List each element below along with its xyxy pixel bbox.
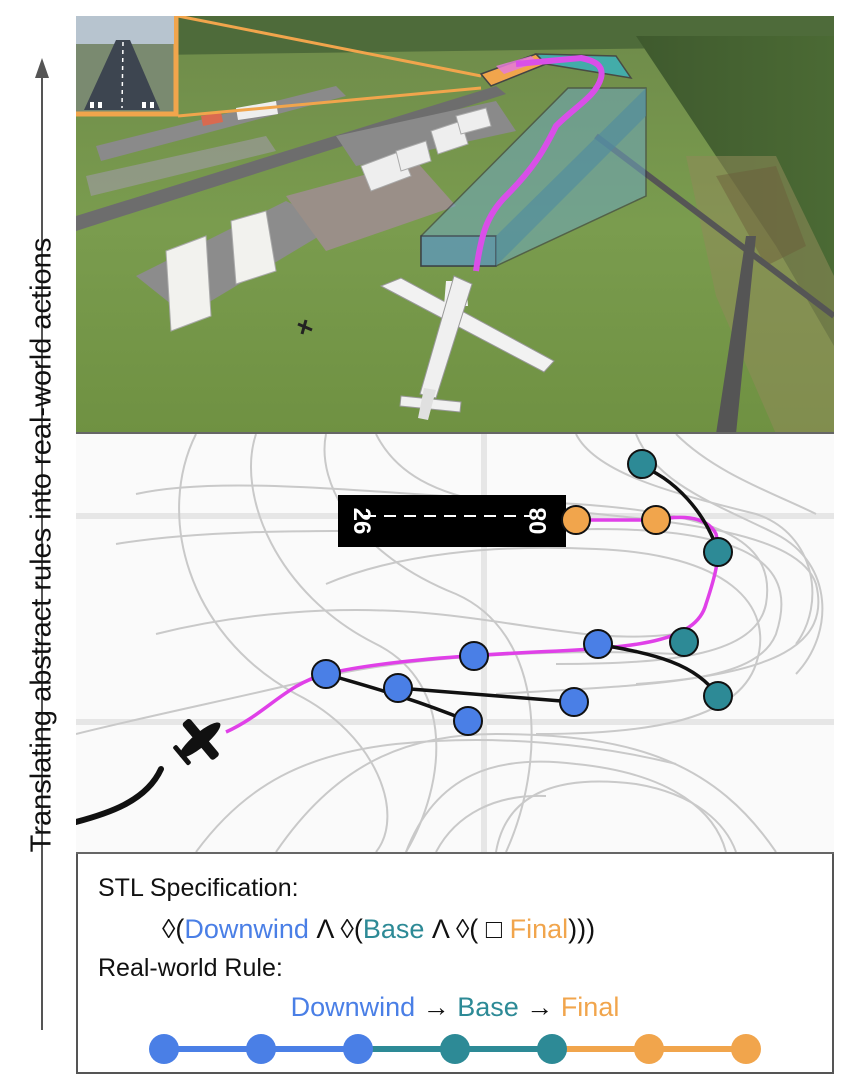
rule-downwind: Downwind [290, 992, 416, 1022]
stl-title: STL Specification: [98, 874, 299, 902]
stl-formula: ◊(Downwind Λ ◊(Base Λ ◊( □ Final))) [162, 914, 596, 944]
forest [636, 36, 834, 346]
divider-bottom [76, 852, 834, 854]
timeline-node-downwind [149, 1034, 179, 1064]
runway-inset [76, 16, 179, 117]
simulator-view [76, 16, 834, 434]
approach-path [76, 766, 164, 825]
building-1 [236, 101, 278, 120]
road [716, 236, 756, 434]
farmland [686, 156, 834, 434]
stl-downwind: Downwind [184, 914, 309, 944]
building-2 [201, 112, 223, 126]
hangar-4 [395, 140, 432, 172]
shadow-aircraft-icon [297, 319, 313, 335]
timeline-node-downwind [343, 1034, 373, 1064]
and-operator: Λ [431, 914, 449, 944]
rule-panel: STL Specification: ◊(Downwind Λ ◊(Base Λ… [76, 854, 834, 1074]
stl-base: Base [362, 914, 425, 944]
side-label-area: Translating abstract rules into real-wor… [0, 0, 80, 1084]
up-arrow-icon [35, 58, 49, 1030]
hangar-5 [430, 120, 469, 155]
waypoint-nodes [311, 449, 733, 736]
always-operator: □ [485, 914, 503, 944]
arrow-icon: → [422, 992, 450, 1022]
divider-top [76, 432, 834, 434]
downwind-box-end [420, 235, 497, 267]
apron [86, 136, 276, 196]
aircraft-silhouette-icon [173, 718, 221, 766]
inset-leader-bottom [177, 86, 482, 118]
hangar-6 [455, 107, 492, 135]
stl-final: Final [509, 914, 569, 944]
trajectory-map: 26 08 [76, 434, 834, 852]
eventually-operator: ◊ [455, 914, 470, 944]
side-label: Translating abstract rules into real-wor… [25, 237, 58, 853]
and-operator: Λ [316, 914, 333, 944]
downwind-box-side [496, 88, 646, 266]
rule-sequence: Downwind → Base → Final [76, 992, 834, 1023]
phase-timeline [149, 1034, 761, 1064]
hangar-apron-right [286, 161, 456, 251]
hangar-1 [165, 235, 212, 332]
historical-trajectories [76, 434, 824, 852]
timeline-node-final [731, 1034, 761, 1064]
runway-number-right: 08 [525, 508, 552, 535]
timeline-node-downwind [246, 1034, 276, 1064]
arrow-icon: → [526, 992, 554, 1022]
rule-base: Base [457, 992, 519, 1022]
timeline-node-base [440, 1034, 470, 1064]
timeline-node-final [634, 1034, 664, 1064]
eventually-operator: ◊ [340, 914, 354, 944]
rule-title: Real-world Rule: [98, 954, 283, 982]
farm-plot [716, 166, 806, 266]
runway-number-left: 26 [348, 508, 375, 535]
rule-final: Final [560, 992, 620, 1022]
flight-trajectory [473, 54, 605, 272]
runway-strip [76, 86, 506, 231]
hangar-2 [230, 210, 277, 285]
inset-leader-top [177, 16, 482, 78]
eventually-operator: ◊ [162, 914, 176, 944]
aircraft-icon [379, 275, 555, 420]
runway-sign: 26 08 [338, 495, 566, 547]
timeline-node-base [537, 1034, 567, 1064]
